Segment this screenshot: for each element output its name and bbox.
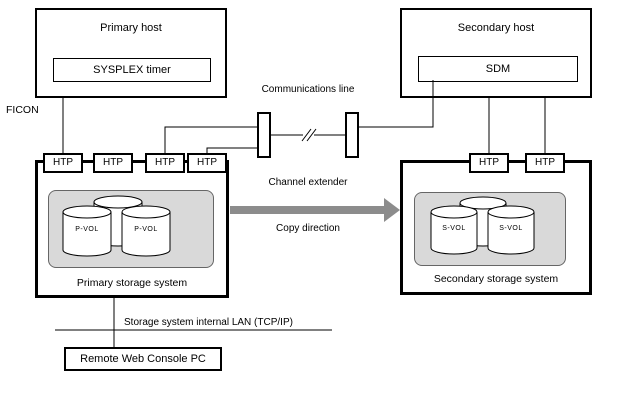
volume-label: S-VOL xyxy=(442,225,466,232)
primary-host-box: Primary host SYSPLEX timer xyxy=(35,8,227,98)
extender-to-htp3-line xyxy=(164,126,257,153)
volume-label: P-VOL xyxy=(75,226,99,233)
sysplex-timer-box: SYSPLEX timer xyxy=(53,58,211,82)
internal-lan-label: Storage system internal LAN (TCP/IP) xyxy=(124,317,293,328)
copy-direction-arrow xyxy=(230,198,400,222)
htp-port: HTP xyxy=(187,153,227,173)
htp-port: HTP xyxy=(93,153,133,173)
volume-label: S-VOL xyxy=(499,225,523,232)
channel-extender-label: Channel extender xyxy=(268,177,348,188)
htp-port: HTP xyxy=(469,153,509,173)
secondary-storage-label: Secondary storage system xyxy=(433,273,559,285)
htp-port: HTP xyxy=(43,153,83,173)
channel-extender-right xyxy=(345,112,359,158)
channel-extender-left xyxy=(257,112,271,158)
secondary-host-box: Secondary host SDM xyxy=(400,8,592,98)
volume-label: P-VOL xyxy=(134,226,158,233)
primary-storage-label: Primary storage system xyxy=(76,277,188,289)
primary-host-label: Primary host xyxy=(100,22,162,34)
ficon-label: FICON xyxy=(6,104,39,116)
copy-direction-label: Copy direction xyxy=(276,223,340,234)
secondary-host-label: Secondary host xyxy=(457,22,535,34)
communications-line-label: Communications line xyxy=(261,84,355,95)
htp-port: HTP xyxy=(525,153,565,173)
remote-console-box: Remote Web Console PC xyxy=(64,347,222,371)
sdm-box: SDM xyxy=(418,56,578,82)
line-break-icon xyxy=(301,128,317,142)
htp-port: HTP xyxy=(145,153,185,173)
